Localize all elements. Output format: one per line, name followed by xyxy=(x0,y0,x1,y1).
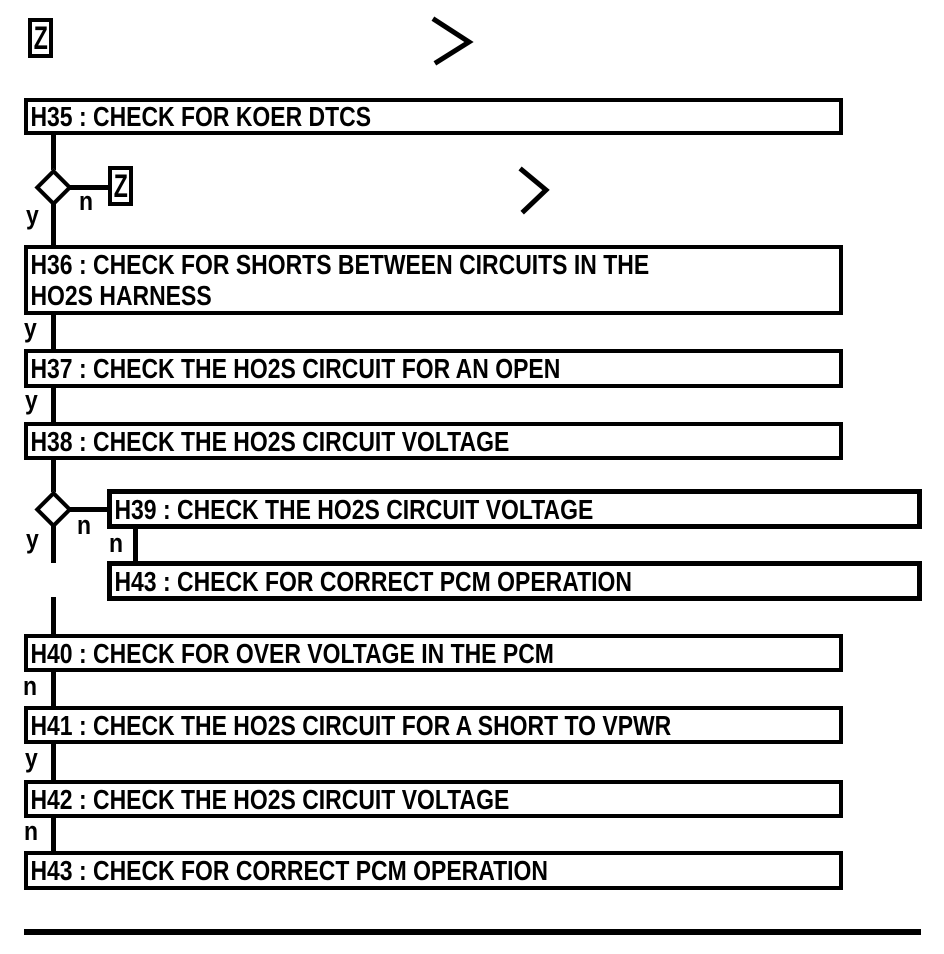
branch-label-yes: y xyxy=(26,200,39,230)
decision-diamond xyxy=(34,168,73,207)
step-text: H43 : CHECK FOR CORRECT PCM OPERATION xyxy=(114,565,632,597)
connector-line xyxy=(68,507,109,512)
branch-label-no: n xyxy=(77,510,92,540)
connector-line xyxy=(51,671,56,706)
step-box-h38[interactable]: H38 : CHECK THE HO2S CIRCUIT VOLTAGE xyxy=(24,422,843,460)
connector-line xyxy=(51,526,56,563)
decision-diamond xyxy=(34,490,73,529)
connector-line xyxy=(51,458,56,492)
step-text: H38 : CHECK THE HO2S CIRCUIT VOLTAGE xyxy=(30,425,510,457)
step-box-h43-upper[interactable]: H43 : CHECK FOR CORRECT PCM OPERATION xyxy=(107,561,922,601)
connector-line xyxy=(68,185,110,190)
connector-line xyxy=(51,597,56,634)
connector-line xyxy=(133,528,138,562)
step-box-h42[interactable]: H42 : CHECK THE HO2S CIRCUIT VOLTAGE xyxy=(24,780,843,818)
branch-label-no: n xyxy=(24,816,39,846)
step-text: H37 : CHECK THE HO2S CIRCUIT FOR AN OPEN xyxy=(30,353,561,384)
step-box-h40[interactable]: H40 : CHECK FOR OVER VOLTAGE IN THE PCM xyxy=(24,634,843,672)
step-text: H35 : CHECK FOR KOER DTCS xyxy=(30,101,372,132)
link-placeholder-icon[interactable]: Z xyxy=(28,18,53,58)
link-placeholder-glyph: Z xyxy=(33,20,48,56)
connector-line xyxy=(51,817,56,851)
branch-label-yes: y xyxy=(24,313,37,343)
branch-label-yes: y xyxy=(25,385,38,415)
branch-label-yes: y xyxy=(26,524,39,554)
step-text: H36 : CHECK FOR SHORTS BETWEEN CIRCUITS … xyxy=(30,249,650,311)
step-text: H42 : CHECK THE HO2S CIRCUIT VOLTAGE xyxy=(30,783,510,815)
step-box-h36[interactable]: H36 : CHECK FOR SHORTS BETWEEN CIRCUITS … xyxy=(24,245,843,315)
branch-label-no: n xyxy=(23,671,38,701)
connector-line xyxy=(51,314,56,349)
connector-line xyxy=(51,134,56,170)
branch-label-no: n xyxy=(79,186,94,216)
step-box-h35[interactable]: H35 : CHECK FOR KOER DTCS xyxy=(24,98,843,135)
link-placeholder-glyph: Z xyxy=(113,168,128,204)
connector-line xyxy=(51,743,56,780)
step-text: H43 : CHECK FOR CORRECT PCM OPERATION xyxy=(30,855,548,886)
step-box-h39[interactable]: H39 : CHECK THE HO2S CIRCUIT VOLTAGE xyxy=(107,489,922,529)
bottom-divider xyxy=(24,929,921,935)
connector-line xyxy=(51,387,56,422)
step-box-h41[interactable]: H41 : CHECK THE HO2S CIRCUIT FOR A SHORT… xyxy=(24,706,843,744)
link-placeholder-icon[interactable]: Z xyxy=(108,166,133,206)
step-text: H40 : CHECK FOR OVER VOLTAGE IN THE PCM xyxy=(30,637,554,669)
step-text: H41 : CHECK THE HO2S CIRCUIT FOR A SHORT… xyxy=(30,709,672,741)
step-box-h43-lower[interactable]: H43 : CHECK FOR CORRECT PCM OPERATION xyxy=(24,851,843,890)
connector-line xyxy=(51,204,56,245)
chevron-right-icon[interactable] xyxy=(430,14,478,70)
step-box-h37[interactable]: H37 : CHECK THE HO2S CIRCUIT FOR AN OPEN xyxy=(24,349,843,388)
chevron-right-icon[interactable] xyxy=(514,162,554,218)
branch-label-no: n xyxy=(109,528,124,558)
branch-label-yes: y xyxy=(25,743,38,773)
step-text: H39 : CHECK THE HO2S CIRCUIT VOLTAGE xyxy=(114,493,594,525)
